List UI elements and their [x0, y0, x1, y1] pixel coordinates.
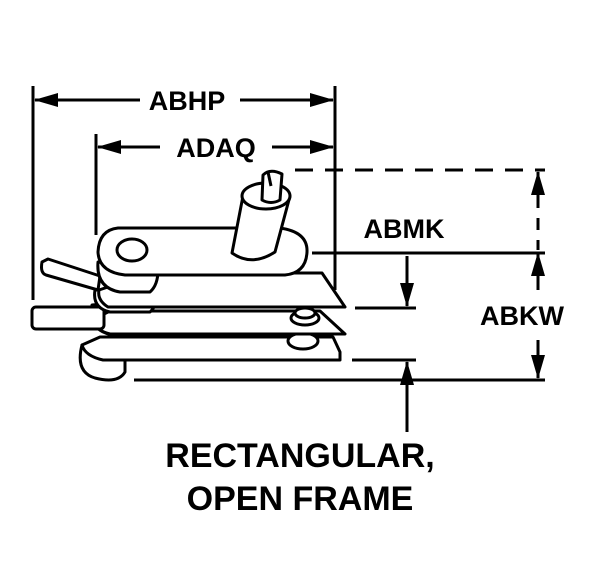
caption-line-2: OPEN FRAME — [187, 480, 414, 518]
switch-part-illustration — [30, 169, 347, 382]
extension-lines — [31, 86, 545, 382]
dimension-label-abkw: ABKW — [480, 301, 564, 331]
dimension-label-abhp: ABHP — [149, 86, 226, 116]
dimension-abhp: ABHP — [34, 86, 334, 116]
dimension-abmk: ABMK — [364, 214, 445, 432]
dimension-label-adaq: ADAQ — [176, 133, 256, 163]
dimension-abkw: ABKW — [480, 171, 565, 379]
caption-line-1: RECTANGULAR, — [165, 437, 434, 475]
dimension-adaq: ADAQ — [97, 133, 334, 163]
dimension-label-abmk: ABMK — [364, 214, 445, 244]
arm-hole — [115, 237, 149, 263]
